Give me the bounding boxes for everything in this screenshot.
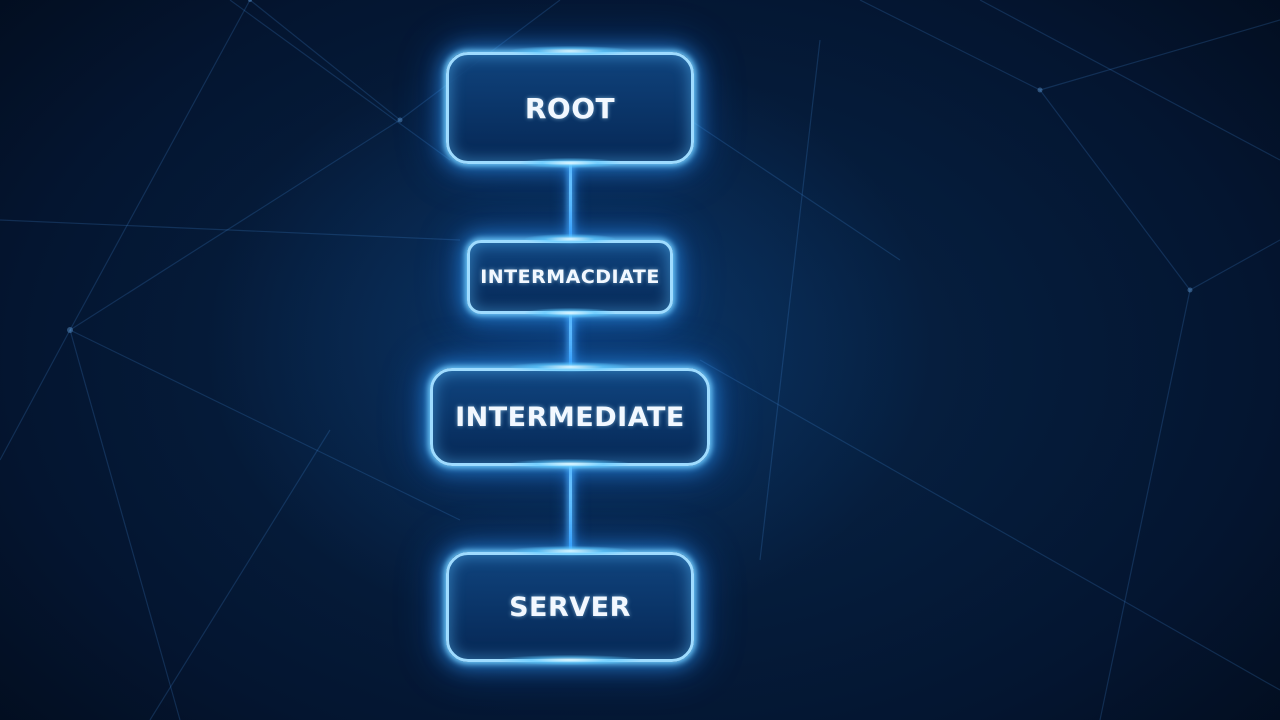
node-server: SERVER xyxy=(446,552,694,662)
edge-root-intermediate-1 xyxy=(569,162,572,244)
edge-intermediate-1-intermediate-2 xyxy=(569,312,572,370)
node-root-label: ROOT xyxy=(524,91,616,125)
node-intermediate-1-label: INTERMACDIATE xyxy=(480,266,660,288)
node-intermediate-2: INTERMEDIATE xyxy=(430,368,710,466)
node-server-label: SERVER xyxy=(509,591,631,623)
node-root: ROOT xyxy=(446,52,694,164)
node-intermediate-2-label: INTERMEDIATE xyxy=(455,401,685,433)
edge-intermediate-2-server xyxy=(569,465,572,555)
node-intermediate-1: INTERMACDIATE xyxy=(467,240,673,314)
